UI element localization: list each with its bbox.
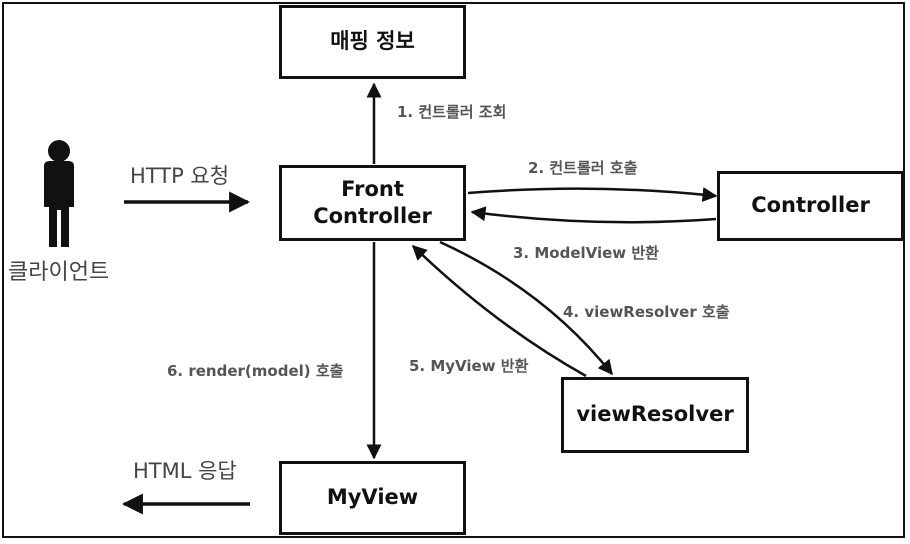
call-controller-arrow xyxy=(467,187,718,203)
call-viewresolver-arrow xyxy=(439,240,613,376)
view-resolver-label: viewResolver xyxy=(576,402,734,427)
client-label: 클라이언트 xyxy=(8,260,110,285)
controller-box: Controller xyxy=(717,171,904,241)
html-response-label: HTML 응답 xyxy=(133,459,237,483)
mapping-info-label: 매핑 정보 xyxy=(330,29,415,54)
return-myview-arrow xyxy=(411,244,587,378)
person-icon xyxy=(44,140,74,247)
view-resolver-box: viewResolver xyxy=(561,377,749,453)
my-view-label: MyView xyxy=(326,485,419,510)
controller-label: Controller xyxy=(751,193,870,218)
step1-label: 1. 컨트롤러 조회 xyxy=(397,103,507,121)
front-controller-label-line1: Front xyxy=(341,176,404,201)
step5-label: 5. MyView 반환 xyxy=(409,357,529,375)
front-controller-box: Front Controller xyxy=(279,165,466,241)
diagram-frame xyxy=(2,2,905,538)
mapping-info-box: 매핑 정보 xyxy=(279,5,466,79)
step4-label: 4. viewResolver 호출 xyxy=(563,303,730,321)
step6-label: 6. render(model) 호출 xyxy=(167,362,344,380)
step3-label: 3. ModelView 반환 xyxy=(513,244,659,262)
my-view-box: MyView xyxy=(279,461,466,535)
step2-label: 2. 컨트롤러 호출 xyxy=(528,159,638,177)
http-request-label: HTTP 요청 xyxy=(130,164,230,188)
return-modelview-arrow xyxy=(470,206,717,224)
front-controller-label-line2: Controller xyxy=(313,204,432,228)
